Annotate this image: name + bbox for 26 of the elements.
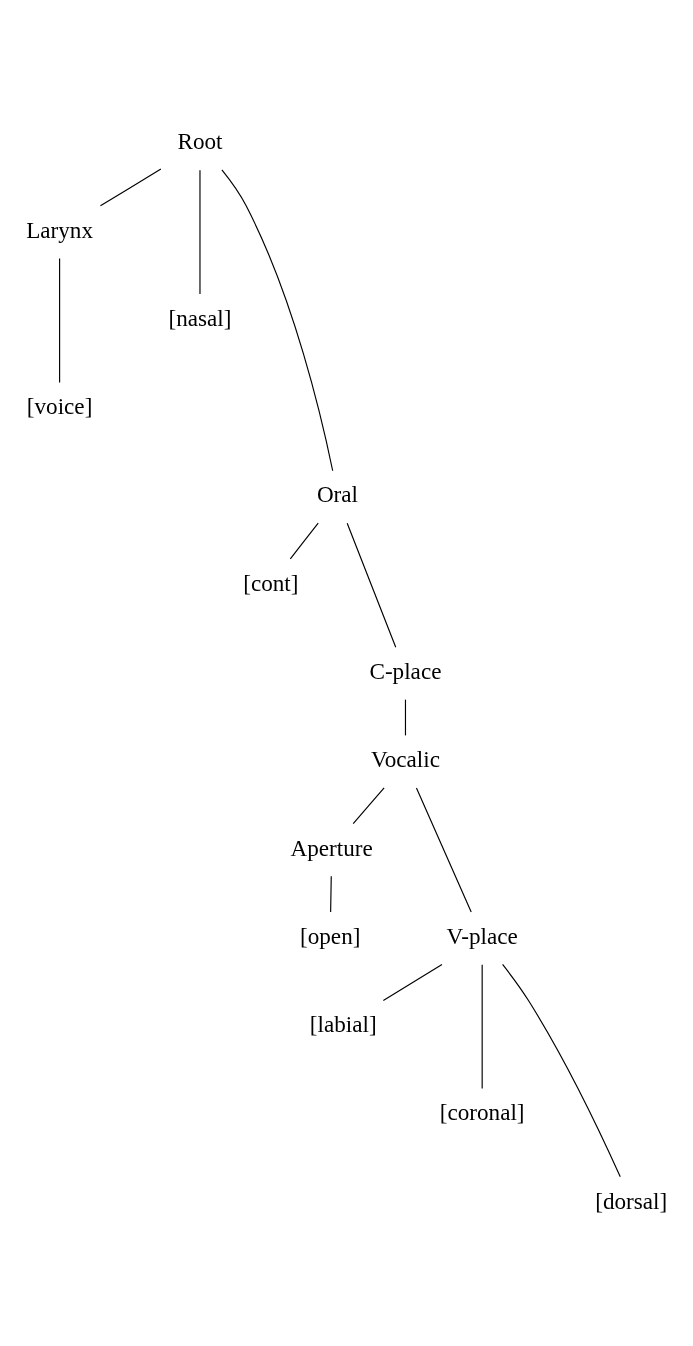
- node-text: V-place: [446, 922, 518, 949]
- node-text: [coronal]: [439, 1098, 525, 1125]
- connector: [289, 522, 319, 559]
- connector: [415, 787, 472, 913]
- connector: [404, 698, 407, 736]
- connector: [221, 168, 334, 471]
- connector: [352, 786, 385, 824]
- node-text: [voice]: [26, 392, 93, 419]
- node-text: [dorsal]: [595, 1187, 668, 1214]
- node-text: Aperture: [290, 834, 373, 861]
- connector: [59, 257, 61, 383]
- connector: [330, 875, 332, 913]
- node-text: C-place: [369, 657, 442, 684]
- node-text: [nasal]: [168, 304, 232, 331]
- connector: [99, 168, 162, 206]
- connector: [382, 963, 443, 1001]
- connector: [346, 522, 397, 648]
- connector: [481, 963, 483, 1089]
- node-text: [open]: [300, 922, 361, 949]
- node-text: [labial]: [309, 1010, 377, 1037]
- node-text: Root: [177, 127, 223, 154]
- connector: [502, 963, 621, 1177]
- node-text: Oral: [316, 480, 359, 507]
- node-text: Vocalic: [370, 745, 440, 772]
- node-text: Larynx: [26, 216, 94, 243]
- node-text: [cont]: [243, 569, 299, 596]
